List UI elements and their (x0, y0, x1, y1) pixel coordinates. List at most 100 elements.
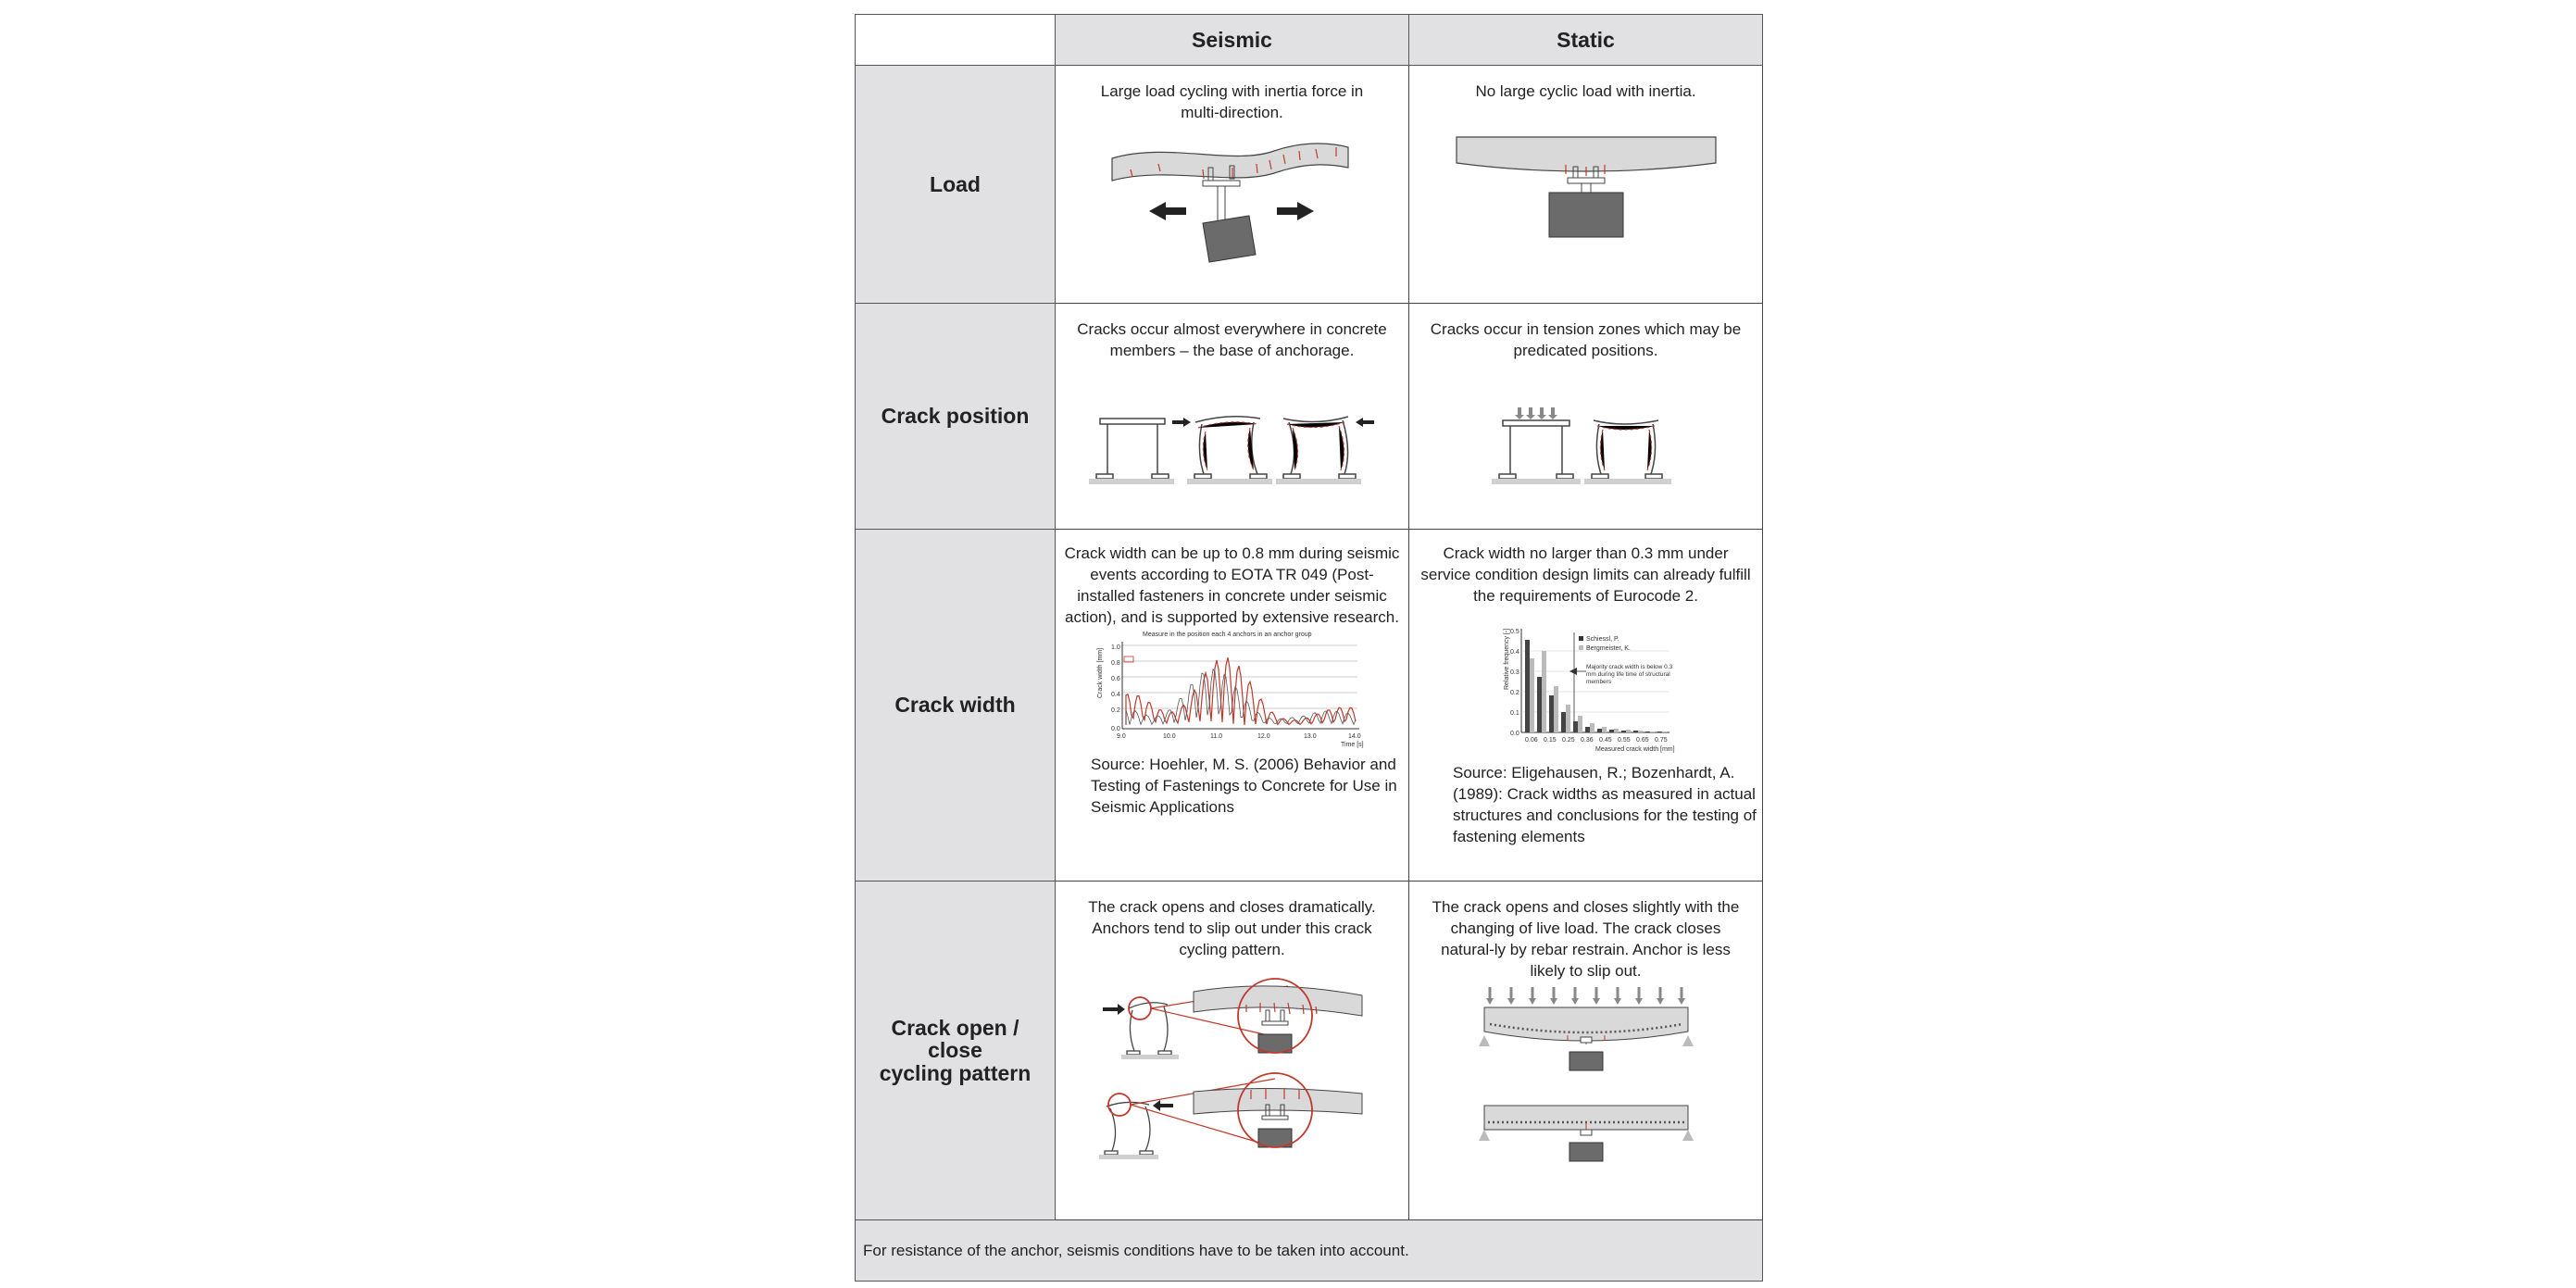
seismic-xtick-5: 14.0 (1348, 733, 1361, 740)
crack-position-static-text: Cracks occur in tension zones which may … (1430, 320, 1742, 359)
crack-position-seismic-text: Cracks occur almost everywhere in concre… (1077, 320, 1387, 359)
crack-width-static-text: Crack width no larger than 0.3 mm under … (1420, 544, 1751, 605)
load-arrow-icon (1656, 987, 1664, 1005)
seismic-series-2 (1125, 668, 1356, 726)
static-ytick-2: 0.3 (1510, 669, 1519, 676)
static-load-figure (1455, 136, 1717, 238)
static-ytick-3: 0.2 (1510, 690, 1519, 696)
seismic-chart-xlabel: Time [s] (1341, 742, 1364, 748)
seismic-ytick-1: 0.2 (1111, 707, 1120, 714)
static-legend-2: Bergmeister, K. (1586, 645, 1631, 652)
row-label-crack-cycle-line3: cycling pattern (879, 1060, 1032, 1085)
crack-cycle-static-text: The crack opens and closes slightly with… (1432, 898, 1740, 980)
load-arrow-icon (1570, 987, 1579, 1005)
load-arrow-icon (1613, 987, 1621, 1005)
load-arrow-icon (1677, 987, 1685, 1005)
static-ytick-1: 0.4 (1510, 649, 1519, 656)
seismic-crack-width-chart: Measure in the position each 4 anchors i… (1097, 631, 1364, 748)
static-cycle-figure (1478, 987, 1694, 1162)
table-corner (855, 14, 1056, 66)
crack-width-seismic-source: Source: Hoehler, M. S. (2006) Behavior a… (1091, 756, 1397, 816)
static-frames-figure (1491, 407, 1671, 484)
static-bar-schiessl (1632, 731, 1638, 732)
cell-crack-cycle-static: The crack opens and closes slightly with… (1408, 881, 1763, 1220)
seismic-xtick-2: 11.0 (1210, 733, 1222, 740)
row-label-crack-cycle-line2: close (928, 1038, 982, 1063)
load-arrow-icon (1592, 987, 1600, 1005)
static-bar-bergmeister (1553, 686, 1558, 732)
load-arrow-icon (1549, 987, 1557, 1005)
seismic-series-1 (1124, 657, 1357, 726)
seismic-cycle-figure (1098, 978, 1362, 1159)
load-static-text: No large cyclic load with inertia. (1475, 82, 1696, 100)
static-bar-schiessl (1572, 721, 1578, 732)
seismic-load-figure (1110, 143, 1349, 263)
cell-crack-cycle-seismic: The crack opens and closes dramatically.… (1055, 881, 1409, 1220)
seismic-ytick-3: 0.6 (1111, 676, 1120, 682)
static-bar-bergmeister (1565, 705, 1570, 732)
load-arrow-icon (1507, 987, 1515, 1005)
load-arrow-icon (1528, 987, 1536, 1005)
static-xtick-5: 0.55 (1618, 737, 1631, 744)
seismic-xtick-1: 10.0 (1163, 733, 1176, 740)
static-ytick-4: 0.1 (1510, 710, 1519, 717)
seismic-ytick-2: 0.4 (1111, 692, 1120, 698)
static-ytick-5: 0.0 (1510, 731, 1519, 737)
seismic-ytick-5: 1.0 (1111, 644, 1120, 651)
static-xtick-4: 0.45 (1599, 737, 1612, 744)
static-xtick-3: 0.36 (1581, 737, 1594, 744)
seismic-xtick-0: 9.0 (1117, 733, 1126, 740)
seismic-ytick-4: 0.8 (1111, 660, 1120, 667)
cell-crack-position-seismic: Cracks occur almost everywhere in concre… (1055, 303, 1409, 530)
static-bar-bergmeister (1589, 723, 1594, 732)
row-label-load: Load (855, 65, 1056, 304)
row-label-crack-width: Crack width (855, 529, 1056, 882)
table-footer-note: For resistance of the anchor, seismis co… (855, 1219, 1763, 1282)
header-seismic: Seismic (1055, 14, 1409, 66)
static-bar-bergmeister (1577, 716, 1582, 732)
static-bar-bergmeister (1529, 658, 1534, 732)
static-chart-ylabel: Relative frequency [-] (1504, 629, 1510, 690)
crack-width-seismic-text: Crack width can be up to 0.8 mm during s… (1064, 544, 1400, 626)
seismic-frames-figure (1088, 416, 1374, 484)
seismic-chart-title: Measure in the position each 4 anchors i… (1143, 631, 1312, 638)
crack-cycle-seismic-text: The crack opens and closes dramatically.… (1088, 898, 1376, 958)
static-bar-schiessl (1560, 712, 1566, 732)
static-bar-schiessl (1596, 729, 1602, 732)
cell-load-seismic: Large load cycling with inertia force in… (1055, 65, 1409, 304)
static-bar-bergmeister (1613, 729, 1619, 732)
cell-load-static: No large cyclic load with inertia. (1408, 65, 1763, 304)
static-bar-schiessl (1620, 731, 1626, 732)
header-static: Static (1408, 14, 1763, 66)
static-bar-bergmeister (1625, 730, 1631, 732)
static-chart-xlabel: Measured crack width [mm] (1595, 746, 1675, 753)
static-bar-schiessl (1584, 727, 1590, 732)
row-label-crack-cycle-line1: Crack open / (891, 1016, 1019, 1041)
static-xtick-0: 0.06 (1525, 737, 1538, 744)
seismic-ytick-0: 0.0 (1111, 726, 1120, 732)
static-bar-bergmeister (1601, 727, 1607, 732)
load-arrow-icon (1634, 987, 1643, 1005)
seismic-xtick-3: 12.0 (1257, 733, 1270, 740)
seismic-chart-ylabel: Crack width [mm] (1097, 648, 1104, 698)
static-xtick-6: 0.65 (1636, 737, 1649, 744)
static-bar-bergmeister (1637, 731, 1643, 732)
load-seismic-text: Large load cycling with inertia force in… (1100, 82, 1364, 121)
cell-crack-width-seismic: Crack width can be up to 0.8 mm during s… (1055, 529, 1409, 882)
static-legend-1: Schiessl, P. (1586, 636, 1619, 643)
static-bar-schiessl (1524, 640, 1530, 732)
crack-width-static-source: Source: Eligehausen, R.; Bozenhardt, A. … (1453, 764, 1757, 845)
static-xtick-7: 0.75 (1655, 737, 1668, 744)
static-bar-schiessl (1608, 730, 1614, 732)
static-ytick-0: 0.5 (1510, 629, 1519, 635)
row-label-crack-position: Crack position (855, 303, 1056, 530)
cell-crack-position-static: Cracks occur in tension zones which may … (1408, 303, 1763, 530)
cell-crack-width-static: Crack width no larger than 0.3 mm under … (1408, 529, 1763, 882)
static-bar-bergmeister (1541, 651, 1546, 732)
static-xtick-2: 0.25 (1562, 737, 1575, 744)
static-crack-width-chart: Relative frequency [-] Schiessl, P. Berg… (1504, 629, 1675, 753)
seismic-xtick-4: 13.0 (1304, 733, 1317, 740)
static-xtick-1: 0.15 (1544, 737, 1557, 744)
static-bar-schiessl (1536, 677, 1542, 732)
row-label-crack-cycle: Crack open / close cycling pattern (855, 881, 1056, 1220)
